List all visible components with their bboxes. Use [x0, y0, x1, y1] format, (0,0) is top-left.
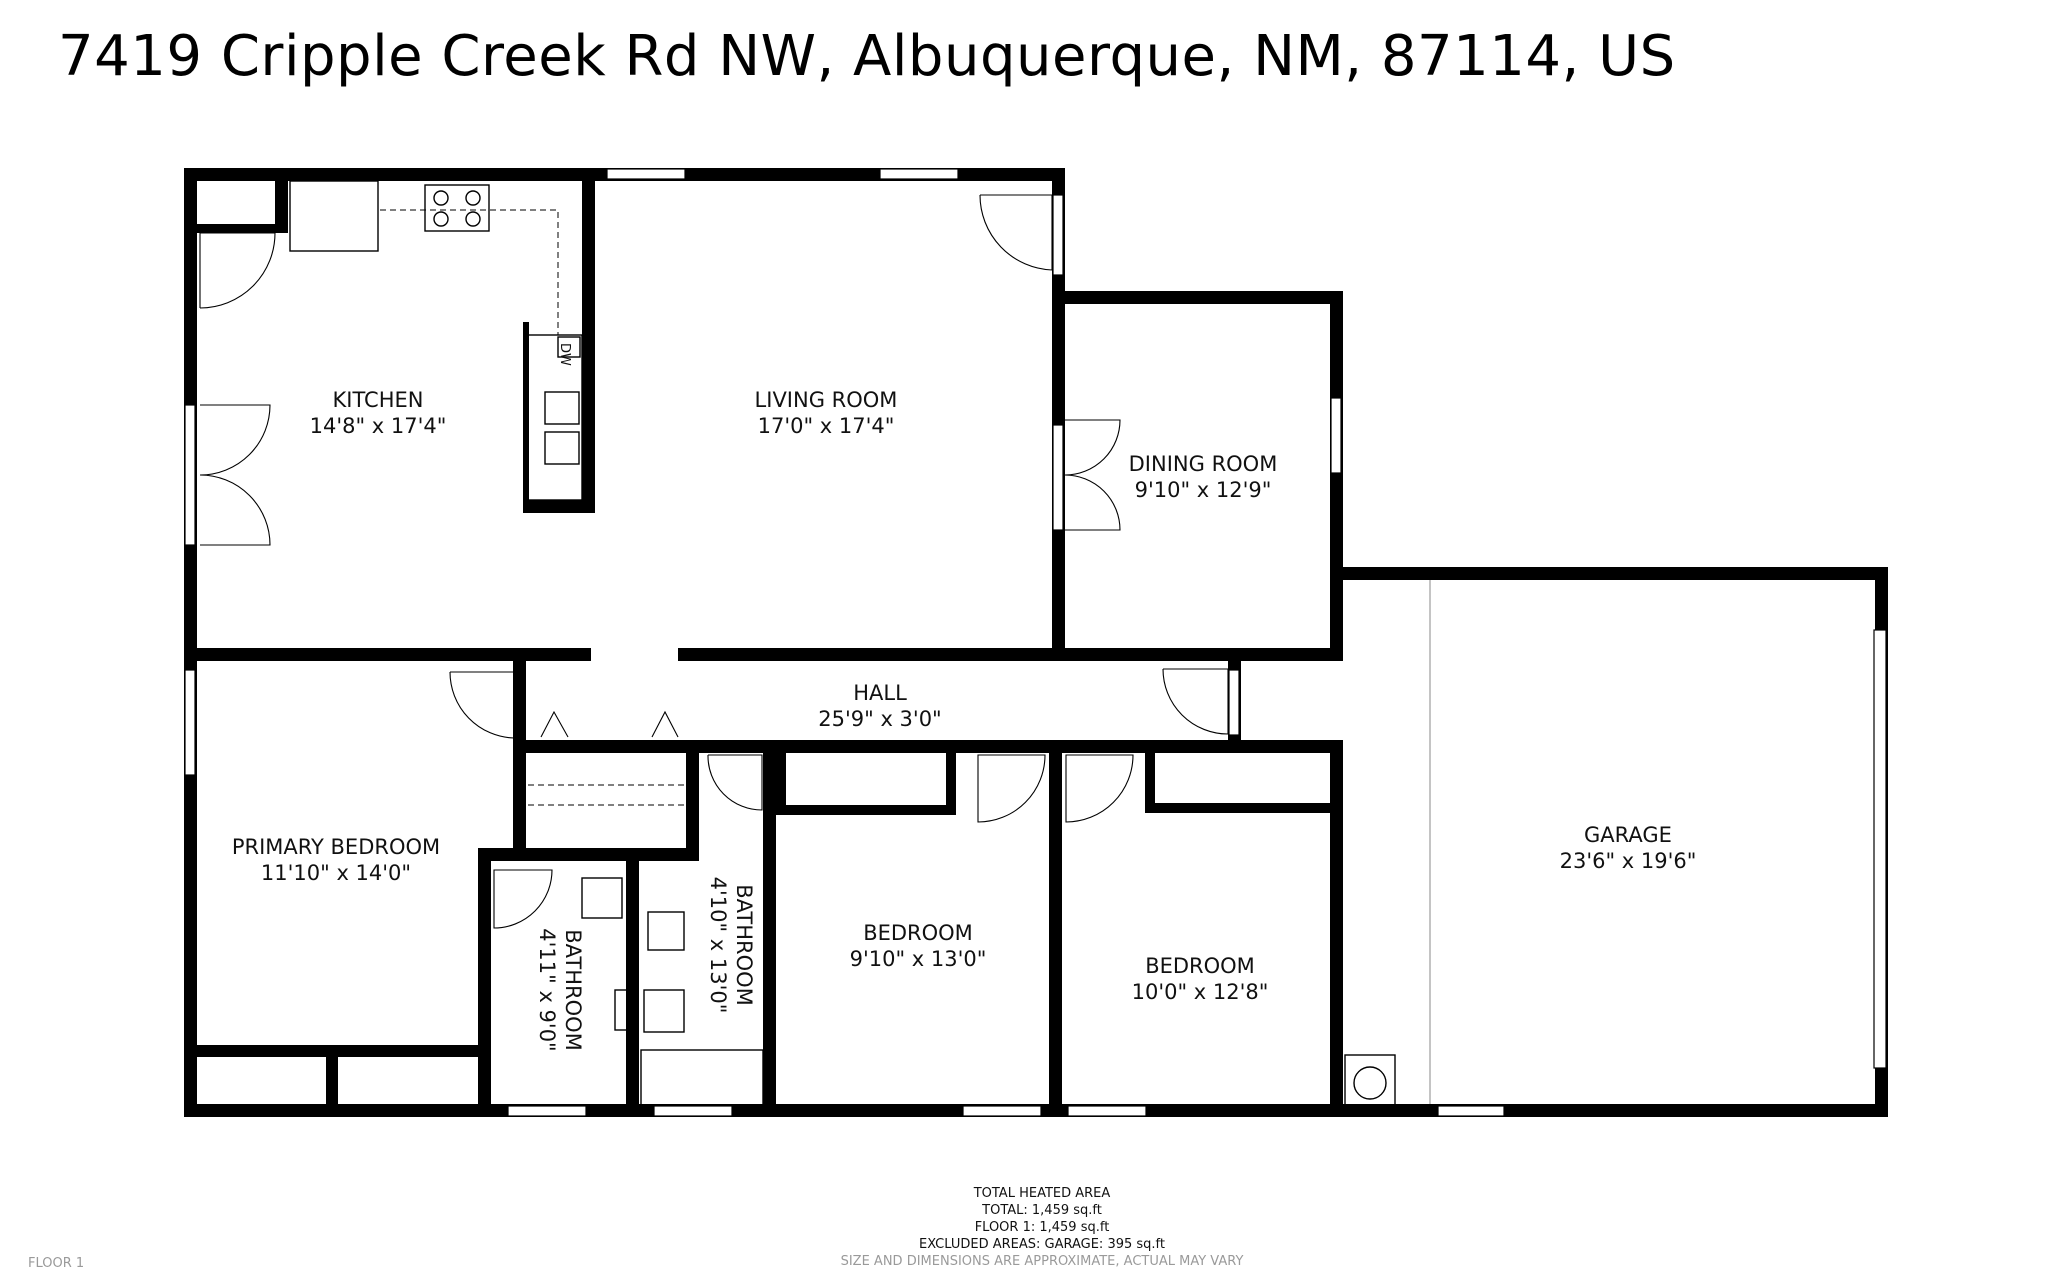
room-bathroom-2: BATHROOM 4'10" x 13'0" — [706, 877, 756, 1014]
room-size: 23'6" x 19'6" — [1560, 849, 1697, 873]
kitchen-fixtures: DW — [289, 180, 583, 501]
room-size: 4'10" x 13'0" — [706, 877, 730, 1014]
room-size: 17'0" x 17'4" — [758, 414, 895, 438]
summary-heading: TOTAL HEATED AREA — [973, 1186, 1111, 1201]
room-name: BEDROOM — [863, 921, 973, 945]
page-title: 7419 Cripple Creek Rd NW, Albuquerque, N… — [58, 24, 1676, 89]
room-primary-bedroom: PRIMARY BEDROOM 11'10" x 14'0" — [232, 835, 440, 885]
room-hall: HALL 25'9" x 3'0" — [818, 681, 941, 731]
room-size: 11'10" x 14'0" — [261, 861, 411, 885]
doors — [199, 194, 1229, 929]
summary-excluded: EXCLUDED AREAS: GARAGE: 395 sq.ft — [919, 1237, 1165, 1252]
summary-floor: FLOOR 1: 1,459 sq.ft — [975, 1220, 1110, 1235]
disclaimer: SIZE AND DIMENSIONS ARE APPROXIMATE, ACT… — [841, 1254, 1244, 1269]
room-living-room: LIVING ROOM 17'0" x 17'4" — [755, 388, 898, 438]
room-size: 25'9" x 3'0" — [818, 707, 941, 731]
summary-total: TOTAL: 1,459 sq.ft — [981, 1203, 1102, 1218]
room-kitchen: KITCHEN 14'8" x 17'4" — [310, 388, 447, 438]
room-size: 9'10" x 13'0" — [850, 947, 987, 971]
dishwasher-label: DW — [557, 343, 572, 366]
room-name: LIVING ROOM — [755, 388, 898, 412]
room-bedroom-1: BEDROOM 9'10" x 13'0" — [850, 921, 987, 971]
bath-fixtures — [528, 784, 764, 1106]
room-name: KITCHEN — [333, 388, 424, 412]
room-name: HALL — [853, 681, 907, 705]
room-name: BATHROOM — [561, 929, 585, 1051]
room-size: 9'10" x 12'9" — [1135, 478, 1272, 502]
garage-fixtures — [1344, 580, 1431, 1106]
room-name: PRIMARY BEDROOM — [232, 835, 440, 859]
room-size: 14'8" x 17'4" — [310, 414, 447, 438]
room-name: BEDROOM — [1145, 954, 1255, 978]
room-name: BATHROOM — [732, 884, 756, 1006]
room-name: DINING ROOM — [1129, 452, 1278, 476]
room-bedroom-2: BEDROOM 10'0" x 12'8" — [1132, 954, 1269, 1004]
room-bathroom-1: BATHROOM 4'11" x 9'0" — [535, 928, 585, 1051]
room-garage: GARAGE 23'6" x 19'6" — [1560, 823, 1697, 873]
room-size: 10'0" x 12'8" — [1132, 980, 1269, 1004]
room-size: 4'11" x 9'0" — [535, 928, 559, 1051]
walls — [184, 168, 1888, 1117]
room-name: GARAGE — [1584, 823, 1672, 847]
room-dining-room: DINING ROOM 9'10" x 12'9" — [1129, 452, 1278, 502]
windows — [184, 168, 1887, 1117]
area-summary: TOTAL HEATED AREA TOTAL: 1,459 sq.ft FLO… — [841, 1186, 1244, 1269]
floor-label: FLOOR 1 — [28, 1256, 84, 1271]
